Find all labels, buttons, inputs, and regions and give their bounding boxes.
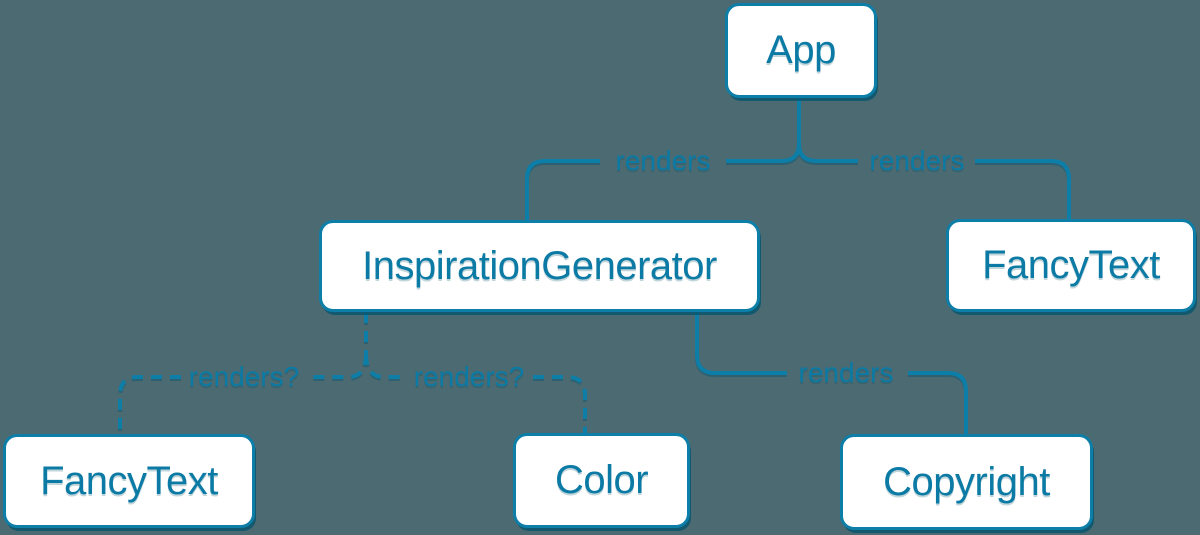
node-fancy-text-bottom: FancyText [3, 434, 255, 528]
edge-label-renders-conditional: renders? [188, 361, 300, 392]
edge-label-renders: renders [798, 357, 894, 388]
node-label: FancyText [982, 243, 1160, 287]
edge-inspirationgenerator-copyright-left-part [695, 312, 787, 375]
node-inspiration-generator: InspirationGenerator [319, 220, 760, 312]
node-copyright: Copyright [840, 434, 1093, 530]
edge-inspirationgenerator-fancytext-left-part [118, 375, 181, 434]
node-app: App [725, 3, 877, 98]
node-label: App [766, 28, 836, 72]
edge-inspirationgenerator-color-right-part [533, 375, 587, 433]
edge-inspirationgenerator-copyright-right-part [908, 371, 968, 434]
node-color: Color [513, 433, 690, 528]
edge-app-fancytext-right-part [975, 159, 1071, 219]
edge-app-fancytext-left-part [797, 143, 858, 163]
edge-app-inspirationgenerator-left-part [525, 159, 600, 220]
edge-label-renders: renders [615, 145, 711, 176]
node-label: Color [554, 458, 649, 502]
edge-inspirationgenerator-fancytext-right-part [310, 353, 368, 379]
node-fancy-text-top: FancyText [946, 219, 1196, 312]
node-label: Copyright [883, 459, 1050, 504]
edge-label-renders-conditional: renders? [413, 361, 525, 392]
edge-label-renders: renders [869, 145, 965, 176]
node-label: FancyText [40, 458, 218, 503]
edge-app-inspirationgenerator-right-part [726, 143, 801, 163]
node-label: InspirationGenerator [362, 243, 717, 288]
edge-inspirationgenerator-color-left-part [364, 353, 405, 379]
